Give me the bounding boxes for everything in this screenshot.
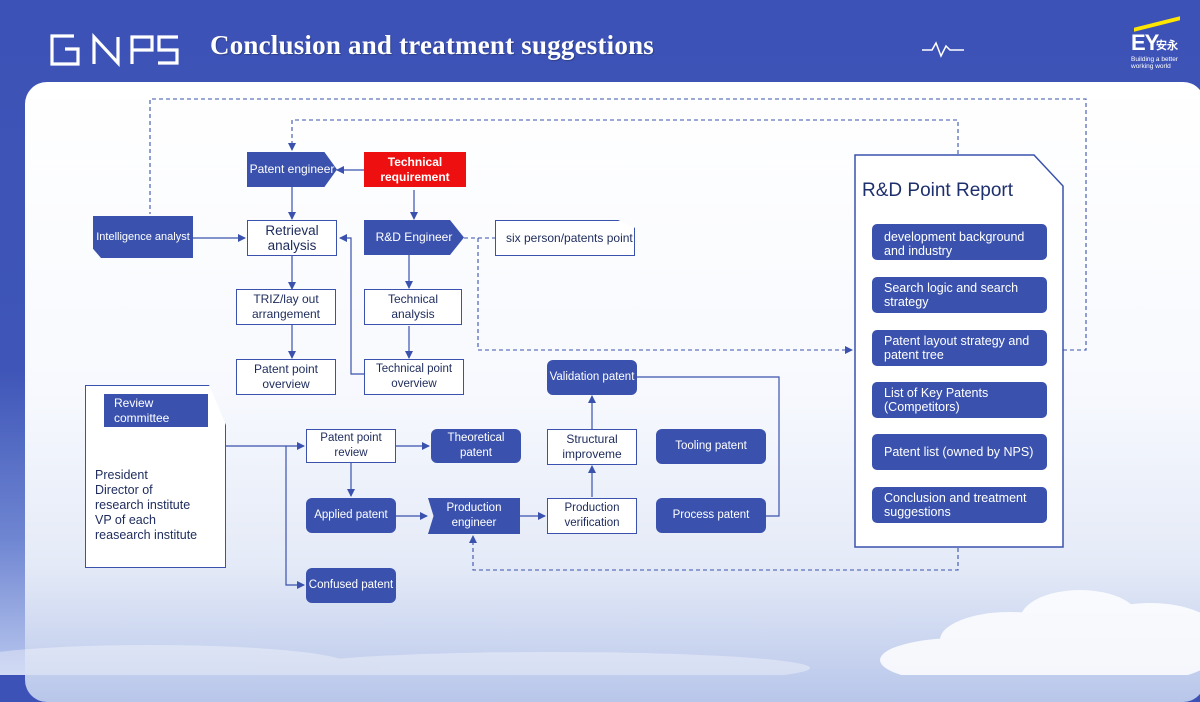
committee-member: President bbox=[95, 468, 148, 482]
connector-lines bbox=[149, 98, 1087, 589]
report-item: development background and industry bbox=[872, 224, 1047, 260]
report-item: Patent list (owned by NPS) bbox=[872, 434, 1047, 470]
review-committee-label: Review committee bbox=[104, 394, 208, 427]
intelligence-analyst-node: Intelligence analyst bbox=[93, 216, 193, 258]
committee-member: Director of bbox=[95, 483, 153, 497]
structural-improvement-node: Structural improveme bbox=[547, 429, 637, 465]
ey-brand-logo: EY 安永 Building a better working world bbox=[1128, 12, 1186, 70]
page-title: Conclusion and treatment suggestions bbox=[210, 30, 654, 60]
applied-patent-node: Applied patent bbox=[306, 498, 396, 533]
patent-point-review-node: Patent point review bbox=[306, 429, 396, 463]
technical-analysis-node: Technical analysis bbox=[364, 289, 462, 325]
report-item: Conclusion and treatment suggestions bbox=[872, 487, 1047, 523]
technical-requirement-node: Technical requirement bbox=[364, 152, 466, 187]
report-title: R&D Point Report bbox=[862, 180, 1014, 201]
committee-member: VP of each bbox=[95, 513, 156, 527]
nps-logo bbox=[50, 33, 179, 67]
tooling-patent-node: Tooling patent bbox=[656, 429, 766, 464]
ey-mark: EY bbox=[1131, 30, 1159, 55]
production-engineer-node: Production engineer bbox=[428, 498, 520, 534]
patent-engineer-node: Patent engineer bbox=[247, 152, 337, 187]
technical-point-overview-node: Technical point overview bbox=[364, 359, 464, 395]
report-item: Search logic and search strategy bbox=[872, 277, 1047, 313]
retrieval-analysis-node: Retrieval analysis bbox=[247, 220, 337, 256]
production-verification-node: Production verification bbox=[547, 498, 637, 534]
ey-chinese-name: 安永 bbox=[1156, 40, 1178, 52]
confused-patent-node: Confused patent bbox=[306, 568, 396, 603]
report-item: List of Key Patents (Competitors) bbox=[872, 382, 1047, 418]
committee-member: research institute bbox=[95, 498, 191, 512]
process-patent-node: Process patent bbox=[656, 498, 766, 533]
six-person-note: six person/patents point bbox=[495, 220, 635, 256]
committee-members: President Director of research institute… bbox=[95, 468, 197, 543]
triz-node: TRIZ/lay out arrangement bbox=[236, 289, 336, 325]
report-item: Patent layout strategy and patent tree bbox=[872, 330, 1047, 366]
theoretical-patent-node: Theoretical patent bbox=[431, 429, 521, 463]
ey-tagline: Building a better working world bbox=[1131, 56, 1178, 70]
rd-engineer-node: R&D Engineer bbox=[364, 220, 464, 255]
patent-point-overview-node: Patent point overview bbox=[236, 359, 336, 395]
validation-patent-node: Validation patent bbox=[547, 360, 637, 395]
heartbeat-icon bbox=[922, 41, 964, 58]
committee-member: reasearch institute bbox=[95, 528, 198, 542]
